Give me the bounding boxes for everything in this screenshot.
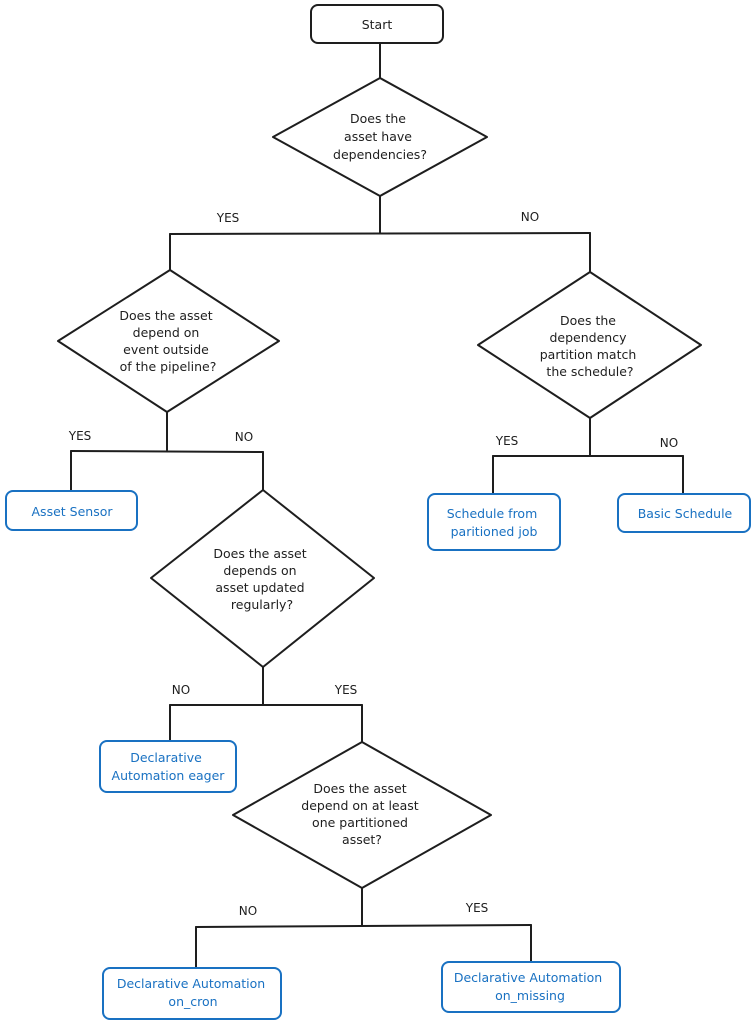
start-node[interactable]: Start [310, 4, 444, 44]
outcome-line: paritioned job [451, 524, 538, 539]
outcome-automation-on-cron[interactable]: Declarative Automation on_cron [102, 967, 282, 1020]
outcome-line: Declarative Automation [117, 976, 265, 991]
decision-line: dependencies? [333, 147, 427, 162]
outcome-basic-schedule[interactable]: Basic Schedule [617, 493, 751, 533]
decision-line: event outside [123, 342, 209, 357]
edge-label-updated-yes: YES [334, 683, 358, 697]
decision-diamond [477, 271, 702, 419]
start-label: Start [362, 17, 393, 32]
decision-line: asset updated [215, 580, 304, 595]
decision-asset-updated-regularly[interactable]: Does the asset depends on asset updated … [150, 489, 375, 668]
connector-dependencies-branch [169, 232, 591, 235]
outcome-text: Declarative Automation on_missing [454, 970, 606, 1003]
decision-text: Does the asset have dependencies? [333, 111, 427, 162]
outcome-line: on_missing [495, 988, 565, 1003]
decision-line: depends on [223, 563, 296, 578]
decision-partitioned-asset[interactable]: Does the asset depend on at least one pa… [232, 741, 492, 889]
outcome-text: Declarative Automation eager [112, 750, 226, 783]
outcome-line: Declarative [130, 750, 202, 765]
decision-line: depend on [133, 325, 200, 340]
decision-text: Does the asset depend on at least one pa… [301, 781, 422, 847]
edge-label-partition-no: NO [660, 436, 678, 450]
decision-line: dependency [550, 330, 628, 345]
start-box [310, 4, 444, 44]
decision-line: Does the [350, 111, 406, 126]
edge-labels: YES NO YES NO YES NO NO YES NO YES [68, 210, 678, 918]
outcome-schedule-partitioned-job[interactable]: Schedule from paritioned job [427, 493, 561, 551]
decision-text: Does the dependency partition match the … [540, 313, 641, 379]
edge-label-partitioned-yes: YES [465, 901, 489, 915]
edge-label-partition-yes: YES [495, 434, 519, 448]
outcome-text: Declarative Automation on_cron [117, 976, 269, 1009]
outcome-box [617, 493, 751, 533]
decision-diamond [272, 77, 488, 197]
decision-line: depend on at least [301, 798, 418, 813]
outcome-automation-eager[interactable]: Declarative Automation eager [99, 740, 237, 793]
outcome-label: Basic Schedule [638, 506, 733, 521]
outcome-text: Schedule from paritioned job [447, 506, 542, 539]
decision-line: Does the asset [119, 308, 212, 323]
edge-label-updated-no: NO [172, 683, 190, 697]
edge-label-dependencies-no: NO [521, 210, 539, 224]
edge-label-dependencies-yes: YES [216, 211, 240, 225]
outcome-box [99, 740, 237, 793]
decision-partition-match[interactable]: Does the dependency partition match the … [477, 271, 702, 419]
outcome-line: on_cron [168, 994, 217, 1009]
decision-has-dependencies[interactable]: Does the asset have dependencies? [272, 77, 488, 197]
decision-line: Does the [560, 313, 616, 328]
outcome-line: Schedule from [447, 506, 538, 521]
outcome-box [102, 967, 282, 1020]
connector-partitioned-branch [195, 924, 532, 928]
edge-label-event-yes: YES [68, 429, 92, 443]
edge-label-event-no: NO [235, 430, 253, 444]
decision-line: partition match [540, 347, 637, 362]
decision-line: asset? [342, 832, 382, 847]
outcome-box [5, 490, 138, 531]
decision-line: the schedule? [546, 364, 633, 379]
decision-diamond [232, 741, 492, 889]
edge-label-partitioned-no: NO [239, 904, 257, 918]
outcome-line: Declarative Automation [454, 970, 602, 985]
decision-line: asset have [344, 129, 412, 144]
decision-diamond [150, 489, 375, 668]
outcome-automation-on-missing[interactable]: Declarative Automation on_missing [441, 961, 621, 1013]
outcome-box [441, 961, 621, 1013]
decision-event-outside-pipeline[interactable]: Does the asset depend on event outside o… [57, 269, 280, 413]
decision-text: Does the asset depend on event outside o… [119, 308, 216, 374]
outcome-box [427, 493, 561, 551]
outcome-line: Automation eager [112, 768, 226, 783]
decision-diamond [57, 269, 280, 413]
connector-event-branch [70, 450, 264, 453]
decision-line: Does the asset [213, 546, 306, 561]
outcome-asset-sensor[interactable]: Asset Sensor [5, 490, 138, 531]
connectors [70, 43, 684, 969]
decision-line: Does the asset [313, 781, 406, 796]
decision-line: regularly? [231, 597, 293, 612]
decision-line: of the pipeline? [120, 359, 217, 374]
decision-line: one partitioned [312, 815, 408, 830]
decision-text: Does the asset depends on asset updated … [213, 546, 310, 612]
outcome-label: Asset Sensor [32, 504, 114, 519]
